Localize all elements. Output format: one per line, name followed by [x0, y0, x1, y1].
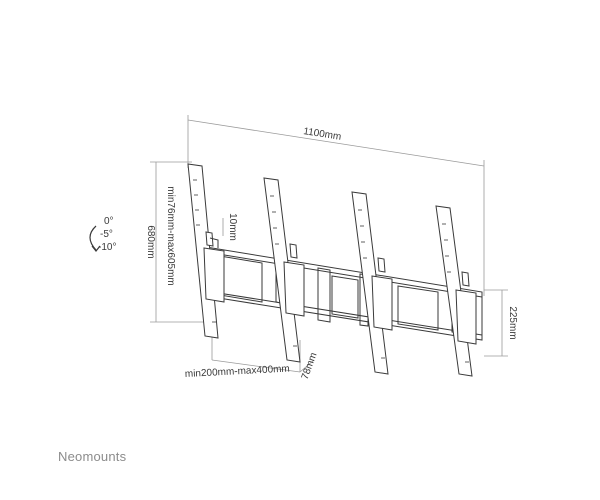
brand-name: Neomounts — [58, 449, 127, 464]
tilt-arrow-icon — [89, 225, 101, 252]
depth-dimension-line — [299, 359, 315, 373]
wall-plate-frame — [205, 246, 483, 341]
arm-slots — [193, 179, 469, 363]
distance-dimension-line — [211, 359, 301, 373]
arm-2 — [263, 177, 305, 363]
arm-1 — [187, 163, 225, 339]
tilt-label-5: -5° — [100, 229, 113, 240]
vertical-adjust-label: min76mm-max605mm — [165, 186, 176, 285]
width-label: 1100mm — [303, 126, 342, 143]
tilt-label-10: -10° — [98, 242, 116, 253]
width-dimension-line — [187, 119, 485, 167]
step-label: 10mm — [227, 213, 238, 241]
wall-distance-label: min200mm-max400mm — [185, 364, 290, 380]
tv-arms — [187, 163, 477, 377]
depth-label: 78mm — [300, 351, 320, 381]
dimension-lines — [150, 115, 508, 373]
tilt-label-0: 0° — [104, 216, 114, 227]
arm-4 — [435, 205, 477, 377]
height-label: 680mm — [145, 225, 156, 258]
frame-height-label: 225mm — [507, 306, 518, 339]
arm-3 — [351, 191, 393, 375]
